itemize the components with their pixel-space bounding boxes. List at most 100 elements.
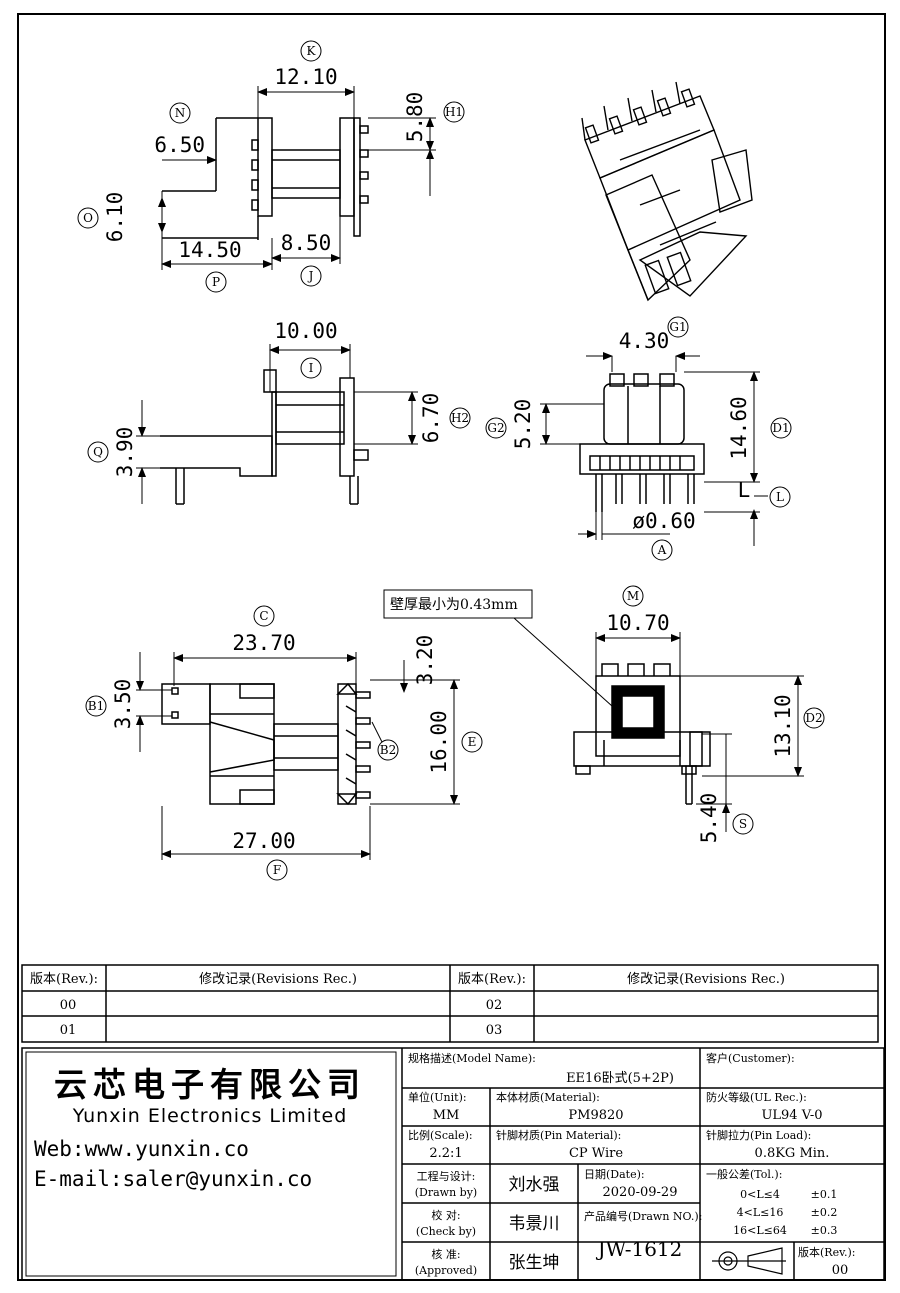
bubble-c: C bbox=[259, 609, 268, 623]
bubble-o: O bbox=[83, 211, 93, 225]
bubble-i: I bbox=[309, 361, 314, 375]
pin-load-label: 针脚拉力(Pin Load): bbox=[706, 1128, 811, 1142]
front-view-dimension-lines bbox=[540, 352, 768, 546]
tolerance-range-3: 16<L≤64 bbox=[733, 1224, 787, 1237]
end-view bbox=[573, 663, 711, 805]
company-name-en: Yunxin Electronics Limited bbox=[72, 1105, 348, 1127]
rev-value: 00 bbox=[832, 1263, 849, 1278]
end-view-dimension-lines bbox=[595, 632, 804, 832]
dim-c-value: 23.70 bbox=[232, 631, 295, 655]
tolerance-range-2: 4<L≤16 bbox=[737, 1206, 784, 1219]
dim-a-value: ø0.60 bbox=[632, 509, 695, 533]
dim-k-value: 12.10 bbox=[274, 65, 337, 89]
bubble-g1: G1 bbox=[669, 320, 686, 334]
bubble-k: K bbox=[307, 44, 317, 58]
ul-label: 防火等级(UL Rec.): bbox=[706, 1090, 807, 1104]
unit-value: MM bbox=[433, 1108, 460, 1123]
rev-row-02: 02 bbox=[486, 998, 503, 1013]
side-view bbox=[160, 369, 369, 505]
front-view bbox=[579, 373, 705, 512]
top-view-dimension-lines bbox=[158, 86, 436, 270]
date-label: 日期(Date): bbox=[584, 1168, 645, 1181]
approved-sub: (Approved) bbox=[415, 1264, 477, 1277]
isometric-view bbox=[581, 81, 753, 302]
dim-i-value: 10.00 bbox=[274, 319, 337, 343]
drawn-value: 刘水强 bbox=[509, 1175, 560, 1195]
dim-o-value: 6.10 bbox=[103, 192, 127, 243]
wall-thickness-note: 壁厚最小为0.43mm bbox=[390, 597, 518, 613]
check-sub: (Check by) bbox=[416, 1225, 476, 1238]
unit-label: 单位(Unit): bbox=[408, 1090, 467, 1104]
scale-value: 2.2:1 bbox=[429, 1146, 462, 1161]
dim-h1-value: 5.80 bbox=[403, 92, 427, 143]
approved-value: 张生坤 bbox=[509, 1253, 560, 1273]
rev-header-left: 版本(Rev.): bbox=[30, 972, 98, 987]
dim-s-value: 5.40 bbox=[697, 793, 721, 844]
bubble-s: S bbox=[739, 817, 747, 831]
date-value: 2020-09-29 bbox=[603, 1185, 678, 1200]
material-label: 本体材质(Material): bbox=[496, 1090, 600, 1104]
dim-q-value: 3.90 bbox=[113, 427, 137, 478]
scale-label: 比例(Scale): bbox=[408, 1128, 473, 1142]
dim-d2-value: 13.10 bbox=[771, 694, 795, 757]
bubble-d2: D2 bbox=[805, 711, 822, 725]
check-value: 韦景川 bbox=[509, 1214, 560, 1234]
pin-material-value: CP Wire bbox=[569, 1146, 623, 1161]
pin-material-label: 针脚材质(Pin Material): bbox=[496, 1128, 621, 1142]
title-block bbox=[21, 1047, 885, 1281]
dim-n-value: 6.50 bbox=[154, 133, 205, 157]
drawn-no-value: JW-1612 bbox=[596, 1237, 683, 1261]
dim-j-value: 8.50 bbox=[281, 231, 332, 255]
approved-label: 核 准: bbox=[431, 1247, 460, 1261]
rev-header-right: 版本(Rev.): bbox=[458, 972, 526, 987]
dim-d1-value: 14.60 bbox=[727, 396, 751, 459]
rev-row-01: 01 bbox=[60, 1023, 77, 1038]
company-web: Web:www.yunxin.co bbox=[34, 1137, 249, 1161]
bottom-view-dimension-lines bbox=[136, 652, 460, 860]
projection-symbol-icon bbox=[712, 1247, 786, 1275]
bubble-j: J bbox=[307, 269, 314, 283]
bubble-m: M bbox=[627, 589, 639, 603]
model-value: EE16卧式(5+2P) bbox=[566, 1071, 674, 1086]
bubble-h2: H2 bbox=[451, 411, 469, 425]
bubble-f: F bbox=[273, 863, 281, 877]
side-view-dimension-lines bbox=[136, 344, 418, 504]
ul-value: UL94 V-0 bbox=[761, 1108, 822, 1123]
bubble-b1: B1 bbox=[88, 699, 104, 713]
company-name-cn: 云芯电子有限公司 bbox=[54, 1065, 366, 1104]
bubble-p: P bbox=[212, 275, 220, 289]
dim-b2-top-value: 3.20 bbox=[413, 635, 437, 686]
bubble-e: E bbox=[468, 735, 477, 749]
dim-m-value: 10.70 bbox=[606, 611, 669, 635]
model-label: 规格描述(Model Name): bbox=[408, 1051, 536, 1065]
revision-table bbox=[21, 964, 879, 1043]
dim-g2-value: 5.20 bbox=[511, 399, 535, 450]
tolerance-value-2: ±0.2 bbox=[811, 1206, 838, 1219]
check-label: 校 对: bbox=[431, 1208, 460, 1222]
bubble-b2: B2 bbox=[380, 743, 396, 757]
drawn-label: 工程与设计: bbox=[417, 1170, 476, 1183]
company-email: E-mail:saler@yunxin.co bbox=[34, 1167, 312, 1191]
note-leader bbox=[513, 617, 613, 707]
customer-label: 客户(Customer): bbox=[706, 1051, 795, 1065]
bubble-d1: D1 bbox=[772, 421, 789, 435]
top-view-dimension-text: 12.10 6.50 6.10 5.80 14.50 8.50 bbox=[103, 65, 427, 262]
rev-label: 版本(Rev.): bbox=[798, 1245, 856, 1259]
tolerance-value-1: ±0.1 bbox=[811, 1188, 838, 1201]
bubble-q: Q bbox=[93, 445, 103, 459]
dim-p-value: 14.50 bbox=[178, 238, 241, 262]
drawn-no-label: 产品编号(Drawn NO.): bbox=[584, 1209, 702, 1223]
dim-g1-value: 4.30 bbox=[619, 329, 670, 353]
bubble-l: L bbox=[776, 490, 784, 504]
material-value: PM9820 bbox=[568, 1108, 623, 1123]
dim-e-value: 16.00 bbox=[427, 710, 451, 773]
top-view-bubbles bbox=[77, 40, 465, 293]
dim-b1-value: 3.50 bbox=[111, 679, 135, 730]
tolerance-range-1: 0<L≤4 bbox=[740, 1188, 780, 1201]
bubble-h1: H1 bbox=[445, 105, 463, 119]
dim-h2-value: 6.70 bbox=[419, 393, 443, 444]
tolerance-value-3: ±0.3 bbox=[811, 1224, 838, 1237]
tolerance-label: 一般公差(Tol.): bbox=[706, 1167, 782, 1181]
note-box bbox=[383, 589, 533, 619]
